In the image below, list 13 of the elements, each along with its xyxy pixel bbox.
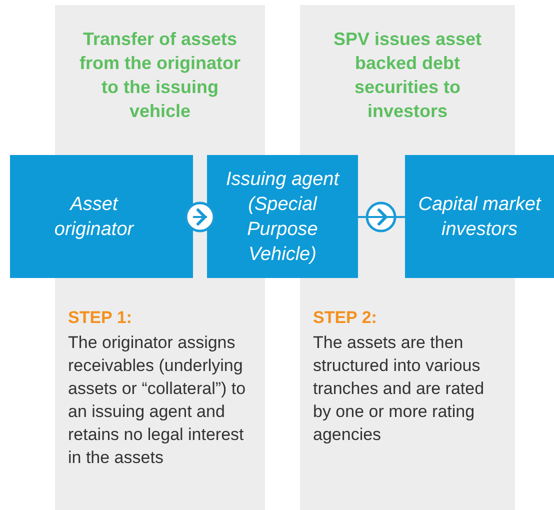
process-box [207,155,358,278]
chevron-arrow [358,202,405,232]
process-box [10,155,193,278]
step-label: STEP 2: [313,307,377,329]
box-label: Capital market investors [417,192,542,242]
box-label: Issuing agent (Special Purpose Vehicle) [224,168,341,266]
step-description: The originator assigns receivables (underlying assets or “collateral”) to an issuing agent and retains no legal interest in the assets [68,332,247,469]
process-box [405,155,554,278]
box-label: Asset originator [53,192,136,242]
column-heading: SPV issues asset backed debt securities to investors [332,28,483,123]
step-label: STEP 1: [68,307,132,329]
column-heading: Transfer of assets from the originator to the issuing vehicle [78,28,242,123]
step-description: The assets are then structured into various tranches and are rated by one or more rating agencies [313,332,486,446]
